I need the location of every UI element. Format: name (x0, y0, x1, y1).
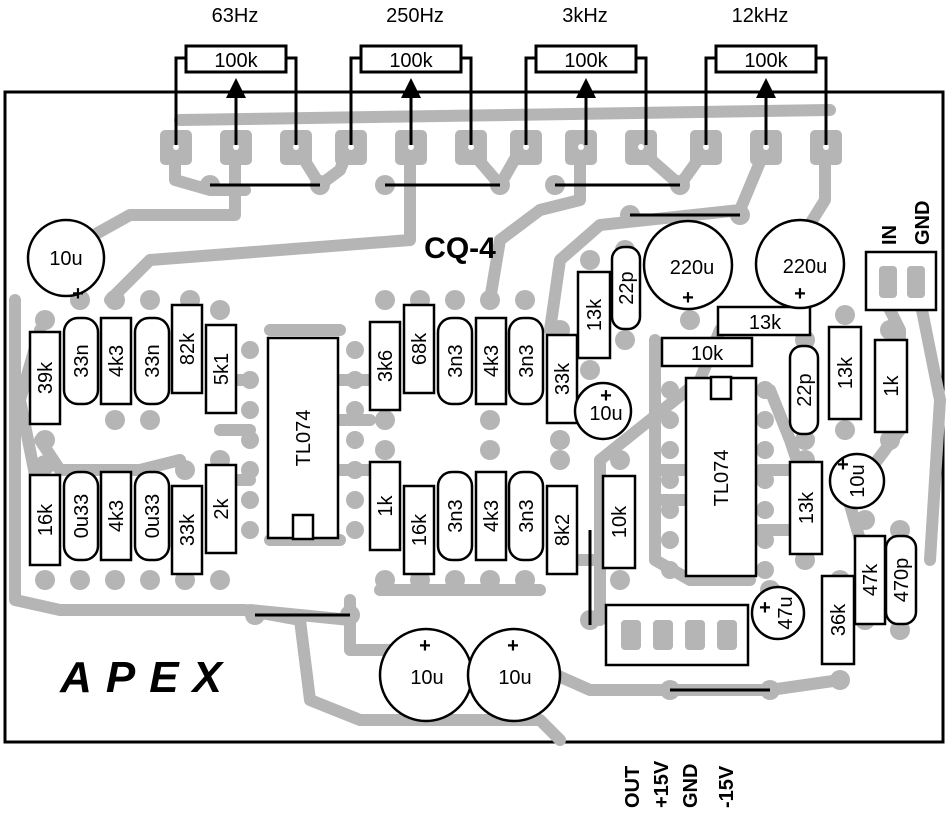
label-4k3: 4k3 (481, 345, 503, 377)
in-label: IN (879, 225, 901, 245)
label-3n3: 3n3 (445, 499, 467, 532)
label-22p: 22p (616, 271, 638, 304)
label-33k: 33k (177, 513, 199, 546)
label-13k-horizontal: 13k (749, 312, 782, 334)
gnd-label: GND (912, 201, 934, 245)
label-220u-cap1: 220u (670, 257, 715, 279)
label-82k: 82k (177, 332, 199, 365)
label-33n: 33n (71, 344, 93, 377)
label-16k: 16k (409, 513, 431, 546)
pot-63hz: 63Hz 100k (174, 5, 298, 145)
label-3n3: 3n3 (445, 344, 467, 377)
label-10u-small: 10u (847, 464, 869, 497)
apex-logo: APEX (59, 653, 236, 702)
component-labels: 39k 33n 4k3 33n 82k 5k1 16k 0u33 4k3 0u3… (35, 271, 913, 636)
label-10k-horizontal: 10k (691, 343, 724, 365)
label-220u-cap2: 220u (783, 256, 828, 278)
label-13k: 13k (796, 491, 818, 524)
label-10u-cap2: 10u (589, 403, 622, 425)
plus-mark: + (794, 283, 806, 305)
electrolytic-caps (26, 218, 886, 723)
label-4k3: 4k3 (106, 500, 128, 532)
label-16k: 16k (35, 503, 57, 536)
components (28, 245, 938, 667)
label-0u33: 0u33 (142, 494, 164, 539)
label-1k: 1k (375, 494, 397, 516)
label-tl074: TL074 (711, 450, 733, 507)
label-10u-cap3: 10u (410, 667, 443, 689)
pot-freq-label: 63Hz (212, 5, 259, 27)
plus15v-label: +15V (651, 760, 673, 808)
jumper-wires (210, 183, 770, 692)
label-5k1: 5k1 (211, 353, 233, 385)
plus-mark: + (682, 287, 694, 309)
potentiometers: 63Hz 100k 250Hz 100k 3kHz 100k 12kHz (174, 5, 828, 145)
label-1k: 1k (881, 374, 903, 396)
plus-mark: + (507, 635, 519, 657)
label-33n: 33n (142, 344, 164, 377)
label-13k: 13k (835, 356, 857, 389)
input-connector-labels: IN GND (879, 201, 934, 245)
label-2k: 2k (211, 497, 233, 519)
out-label: OUT (622, 766, 644, 808)
minus15v-label: -15V (716, 765, 738, 808)
label-39k: 39k (35, 361, 57, 394)
label-0u33: 0u33 (71, 494, 93, 539)
horizontal-labels: 10k 13k 10u 220u 220u 10u 10u 10u (49, 248, 827, 689)
label-47u: 47u (775, 596, 797, 629)
label-470p: 470p (891, 558, 913, 603)
label-68k: 68k (409, 332, 431, 365)
pot-3khz: 3kHz 100k (524, 5, 648, 145)
pot-value-label: 100k (214, 50, 258, 72)
label-8k2: 8k2 (552, 514, 574, 546)
plus-mark: + (600, 385, 612, 407)
plus-mark: + (419, 635, 431, 657)
pot-freq-label: 3kHz (562, 5, 608, 27)
plus-mark: + (759, 597, 771, 619)
power-connector-labels: OUT +15V GND -15V (622, 760, 738, 808)
plus-mark: + (837, 454, 849, 476)
label-13k: 13k (584, 298, 606, 331)
pot-value-label: 100k (744, 50, 788, 72)
connector-pads (621, 266, 925, 650)
plus-mark: + (72, 283, 84, 305)
gnd-power-label: GND (680, 764, 702, 808)
label-10u-cap1: 10u (49, 248, 82, 270)
label-4k3: 4k3 (106, 345, 128, 377)
pot-freq-label: 250Hz (386, 5, 444, 27)
label-36k: 36k (828, 603, 850, 636)
label-3n3: 3n3 (516, 344, 538, 377)
label-4k3: 4k3 (481, 500, 503, 532)
pot-value-label: 100k (389, 50, 433, 72)
label-tl074: TL074 (293, 410, 315, 467)
label-10k: 10k (609, 505, 631, 538)
pot-250hz: 250Hz 100k (349, 5, 473, 145)
brand-text: APEX (59, 653, 236, 702)
label-10u-cap4: 10u (498, 667, 531, 689)
label-33k: 33k (552, 362, 574, 395)
pot-value-label: 100k (564, 50, 608, 72)
pot-12khz: 12kHz 100k (704, 5, 828, 145)
pot-freq-label: 12kHz (732, 5, 789, 27)
label-3n3: 3n3 (516, 499, 538, 532)
board-title: CQ-4 (424, 232, 496, 265)
label-3k6: 3k6 (375, 350, 397, 382)
label-47k: 47k (860, 563, 882, 596)
polarity-marks: + + + + + + + + (72, 283, 849, 657)
pad-holes (173, 144, 829, 150)
label-22p: 22p (794, 373, 816, 406)
